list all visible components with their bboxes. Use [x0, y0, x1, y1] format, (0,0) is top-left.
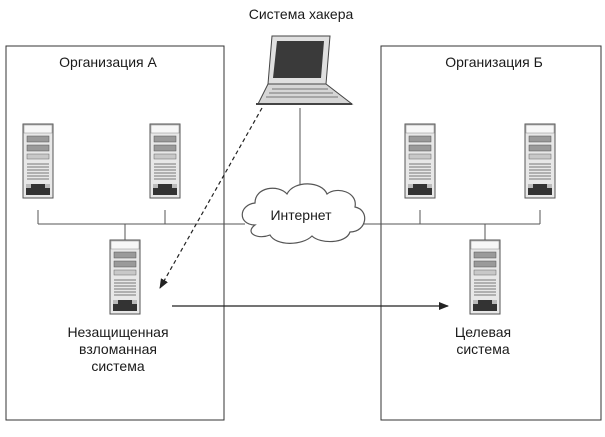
hacker-system-label: Система хакера: [248, 6, 354, 22]
org-a-title: Организация А: [59, 54, 157, 70]
target-system-label: Целевая система: [454, 324, 512, 357]
org-b-box: [380, 45, 602, 421]
server-icon-org-b-right: [524, 123, 556, 199]
network-lines: [37, 108, 541, 240]
org-b-title: Организация Б: [445, 54, 543, 70]
org-a-box: [5, 45, 225, 421]
compromised-system-label: Незащищенная взломанная система: [67, 324, 169, 374]
hacker-laptop-icon: [256, 35, 354, 105]
server-icon-org-a-right: [149, 123, 181, 199]
compromised-server-icon: [109, 239, 141, 315]
server-icon-org-a-left: [22, 123, 54, 199]
server-icon-org-b-left: [404, 123, 436, 199]
internet-cloud: [241, 183, 366, 244]
internet-label: Интернет: [270, 207, 332, 223]
target-server-icon: [469, 239, 501, 315]
